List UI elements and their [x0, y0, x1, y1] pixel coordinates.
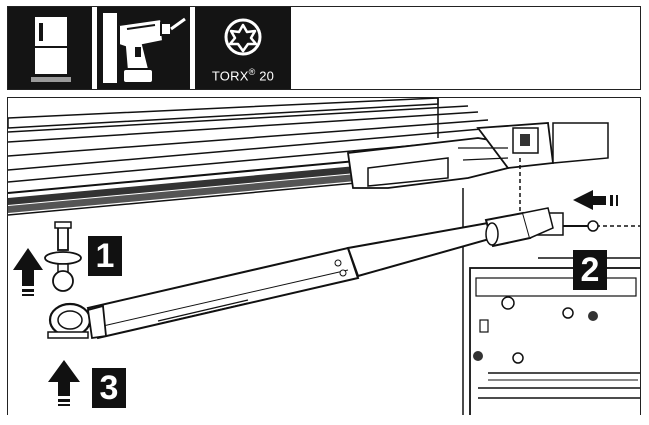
torx-bit-icon	[224, 18, 262, 56]
alignment-guides	[519, 158, 640, 227]
torx-size: 20	[259, 68, 275, 83]
up-arrow-1-icon	[13, 248, 43, 296]
step-badge-3: 3	[92, 368, 126, 408]
drill-tile	[97, 7, 190, 89]
tool-header: TORX® 20	[7, 6, 641, 90]
refrigerator-icon	[31, 17, 71, 82]
refrigerator-tile	[8, 7, 92, 89]
gas-strut-diagram	[8, 98, 640, 415]
insert-screw-arrow-icon	[573, 190, 606, 210]
up-arrow-3-icon	[48, 360, 80, 406]
gas-strut	[47, 207, 554, 340]
assembly-illustration: 1 2 3	[7, 97, 641, 415]
cordless-drill-icon	[103, 13, 186, 84]
torx-size-label: TORX® 20	[195, 67, 291, 83]
hinge-bracket	[346, 122, 609, 189]
ball-stud	[44, 221, 82, 292]
torx-text: TORX	[211, 68, 249, 83]
registered-mark: ®	[248, 66, 256, 77]
torx-tile: TORX® 20	[195, 7, 291, 89]
step-badge-2: 2	[573, 250, 607, 290]
step-badge-1: 1	[88, 236, 122, 276]
